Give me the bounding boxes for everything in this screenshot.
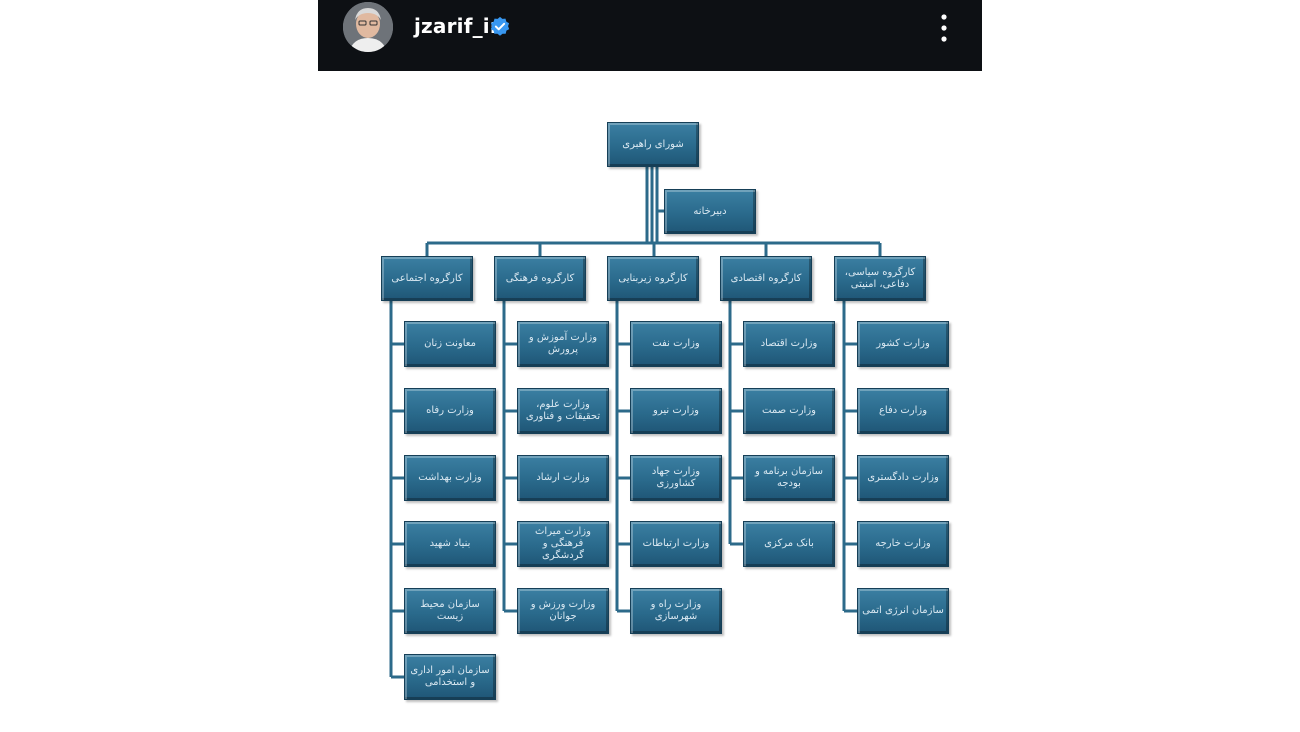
group-4-item-3: وزارت خارجه — [857, 521, 949, 567]
group-header-0: کارگروه اجتماعی — [381, 256, 473, 301]
group-4-item-2: وزارت دادگستری — [857, 455, 949, 501]
group-3-item-3: بانک مرکزی — [743, 521, 835, 567]
group-2-item-0: وزارت نفت — [630, 321, 722, 367]
group-0-item-5: سازمان امور اداری و استخدامی — [404, 654, 496, 700]
group-1-item-1: وزارت علوم، تحقیقات و فناوری — [517, 388, 609, 434]
group-2-item-4: وزارت راه و شهرسازی — [630, 588, 722, 634]
group-header-1: کارگروه فرهنگی — [494, 256, 586, 301]
profile-avatar[interactable] — [343, 2, 393, 52]
group-3-item-2: سازمان برنامه و بودجه — [743, 455, 835, 501]
group-0-item-4: سازمان محیط زیست — [404, 588, 496, 634]
username[interactable]: jzarif_ir — [414, 14, 500, 38]
group-0-item-0: معاونت زنان — [404, 321, 496, 367]
group-0-item-1: وزارت رفاه — [404, 388, 496, 434]
group-3-item-1: وزارت صمت — [743, 388, 835, 434]
group-1-item-0: وزارت آموزش و پرورش — [517, 321, 609, 367]
group-3-item-0: وزارت اقتصاد — [743, 321, 835, 367]
group-1-item-2: وزارت ارشاد — [517, 455, 609, 501]
root-node: شورای راهبری — [607, 122, 699, 167]
group-2-item-1: وزارت نیرو — [630, 388, 722, 434]
verified-badge-icon — [490, 16, 510, 36]
post-header — [318, 0, 982, 71]
group-4-item-4: سازمان انرژی اتمی — [857, 588, 949, 634]
group-header-3: کارگروه اقتصادی — [720, 256, 812, 301]
group-header-4: کارگروه سیاسی، دفاعی، امنیتی — [834, 256, 926, 301]
group-1-item-3: وزارت میراث فرهنگی و گردشگری — [517, 521, 609, 567]
group-header-2: کارگروه زیربنایی — [607, 256, 699, 301]
group-2-item-2: وزارت جهاد کشاورزی — [630, 455, 722, 501]
avatar-portrait — [343, 2, 393, 52]
group-2-item-3: وزارت ارتباطات — [630, 521, 722, 567]
more-options-icon[interactable] — [932, 12, 956, 44]
group-4-item-1: وزارت دفاع — [857, 388, 949, 434]
secretariat-node: دبیرخانه — [664, 189, 756, 234]
group-0-item-2: وزارت بهداشت — [404, 455, 496, 501]
group-1-item-4: وزارت ورزش و جوانان — [517, 588, 609, 634]
group-0-item-3: بنیاد شهید — [404, 521, 496, 567]
group-4-item-0: وزارت کشور — [857, 321, 949, 367]
